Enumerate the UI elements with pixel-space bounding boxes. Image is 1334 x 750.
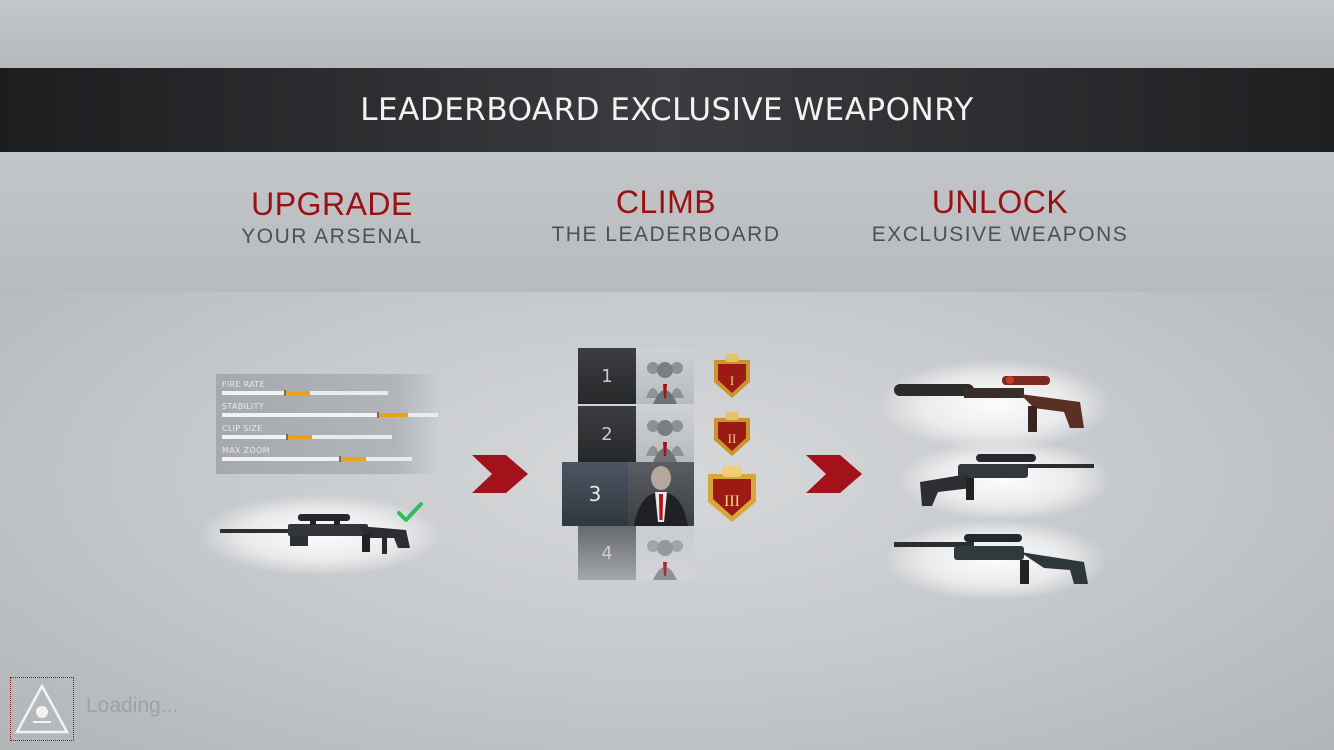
page-title: LEADERBOARD EXCLUSIVE WEAPONRY	[360, 92, 974, 128]
step-upgrade: UPGRADE YOUR ARSENAL	[172, 186, 492, 249]
badge-numeral: II	[728, 431, 737, 446]
weapon-stats-panel: FIRE RATE STABILITY CLIP SIZE MAX ZOOM	[216, 374, 440, 474]
hitman-logo-icon	[14, 683, 70, 734]
avatar	[636, 406, 694, 462]
stat-stability: STABILITY	[222, 402, 438, 418]
step-upgrade-title: UPGRADE	[251, 186, 413, 222]
avatar	[636, 348, 694, 404]
stat-label: FIRE RATE	[222, 380, 265, 389]
exclusive-rifle-1-icon	[894, 376, 1084, 432]
agent-portrait-icon	[634, 466, 688, 526]
agent-avatar	[628, 462, 694, 526]
hitman-logo	[10, 677, 74, 741]
title-bar: LEADERBOARD EXCLUSIVE WEAPONRY	[0, 68, 1334, 152]
check-icon	[397, 502, 423, 522]
step-upgrade-subtitle: YOUR ARSENAL	[241, 225, 423, 248]
stat-fire-rate: FIRE RATE	[222, 380, 422, 396]
chevron-right-icon	[806, 455, 862, 493]
badge-numeral: I	[730, 373, 734, 388]
chevron-right-icon	[472, 455, 528, 493]
stat-bar	[222, 412, 438, 418]
exclusive-rifle-3-icon	[894, 534, 1088, 584]
stat-label: MAX ZOOM	[222, 446, 270, 455]
step-unlock: UNLOCK EXCLUSIVE WEAPONS	[840, 184, 1160, 247]
top-band	[0, 0, 1334, 68]
loading-text: Loading...	[86, 694, 179, 717]
stat-bar	[222, 456, 412, 462]
stat-bar	[222, 434, 392, 440]
step-climb-subtitle: THE LEADERBOARD	[551, 223, 781, 246]
stat-max-zoom: MAX ZOOM	[222, 446, 422, 462]
step-unlock-title: UNLOCK	[931, 184, 1069, 220]
rank-number: 4	[578, 526, 636, 580]
stat-label: STABILITY	[222, 402, 264, 411]
rank-number: 1	[578, 348, 636, 404]
rank-badge-icon: III	[708, 466, 756, 522]
step-climb: CLIMB THE LEADERBOARD	[506, 184, 826, 247]
avatar-silhouette-icon	[646, 362, 684, 404]
rank-number: 3	[562, 462, 628, 526]
upgrade-rifle-icon	[220, 514, 410, 554]
steps-band: UPGRADE YOUR ARSENAL CLIMB THE LEADERBOA…	[0, 152, 1334, 292]
stat-label: CLIP SIZE	[222, 424, 263, 433]
step-climb-title: CLIMB	[615, 184, 717, 220]
exclusive-rifle-2-icon	[920, 454, 1094, 506]
avatar-silhouette-icon	[646, 420, 684, 462]
badge-numeral: III	[724, 493, 740, 510]
avatar-silhouette-icon	[647, 540, 683, 580]
rank-badge-icon: II	[714, 412, 750, 456]
stat-clip-size: CLIP SIZE	[222, 424, 422, 440]
avatar	[636, 526, 694, 580]
rank-number: 2	[578, 406, 636, 462]
stat-bar	[222, 390, 388, 396]
rank-badge-icon: I	[714, 354, 750, 398]
step-unlock-subtitle: EXCLUSIVE WEAPONS	[871, 223, 1129, 246]
